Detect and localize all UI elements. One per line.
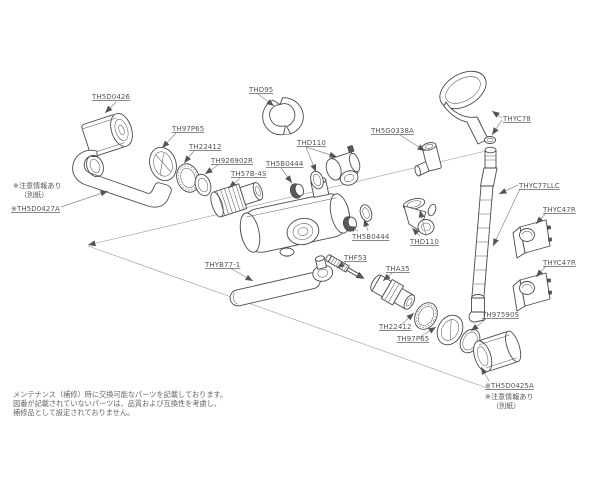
caution-left-line1: ※注意情報あり — [13, 181, 62, 190]
caution-right-line1: ※注意情報あり — [485, 392, 534, 401]
hook-upper-drawing — [512, 219, 552, 259]
footer-note: メンテナンス（補修）時に交換可能なパーツを記載しております。 図番が記載されてい… — [13, 390, 227, 417]
shower-head-drawing — [439, 70, 489, 145]
lever-cap-drawing — [279, 247, 295, 257]
leader-lines — [60, 93, 547, 382]
construction-lines — [87, 149, 491, 390]
label-shower-hose: THYC77LLC — [518, 182, 560, 190]
label-adapter-ring: TH926902R — [210, 157, 253, 165]
trim-ring-lower-drawing — [436, 314, 464, 346]
shower-hose-drawing — [468, 146, 498, 323]
valve-unit-drawing — [370, 274, 416, 310]
label-hook-upper: THYC47R — [542, 206, 576, 214]
caution-right-line2: （別紙） — [492, 401, 520, 410]
footer-line2: 図番が記載されていないパーツは、品質および互換性を考慮し、 — [13, 399, 221, 408]
part-labels: TH5D0426 THD95 TH97P65 TH22412 TH926902R… — [91, 86, 576, 343]
clip-drawing — [262, 97, 304, 136]
label-trim-ring-upper: TH97P65 — [171, 125, 204, 133]
trim-ring-upper-drawing — [149, 146, 177, 182]
check-valve-upper-drawing — [325, 145, 361, 186]
label-washer-upper: THD110 — [296, 139, 326, 147]
lever-handle-drawing — [229, 255, 334, 307]
washer-lower-drawing — [359, 204, 373, 222]
caution-left-line2: （別紙） — [20, 190, 48, 199]
elbow-drawing — [414, 142, 442, 177]
knob-bottom-right-drawing — [473, 330, 522, 373]
label-cap-top-left: TH5D0426 — [91, 93, 130, 101]
cartridge-drawing — [210, 182, 264, 218]
caution-note-right: ※TH5D0425A ※注意情報あり （別紙） — [485, 382, 534, 410]
label-valve-unit: THA35 — [385, 265, 410, 273]
label-packing-ring-lower: TH22412 — [378, 323, 412, 331]
caution-right-part: ※TH5D0425A — [485, 382, 534, 390]
footer-line3: 補修品として設定されておりません。 — [13, 408, 134, 417]
hook-lower-drawing — [512, 272, 552, 312]
packing-ring-lower-drawing — [414, 302, 438, 330]
footer-line1: メンテナンス（補修）時に交換可能なパーツを記載しております。 — [13, 390, 227, 399]
label-spindle: THF53 — [343, 254, 367, 262]
label-elbow: TH5G0338A — [370, 127, 414, 135]
check-valve-lower-drawing — [402, 198, 437, 235]
adapter-ring-drawing — [194, 173, 212, 197]
caution-note-left: ※注意情報あり （別紙） ※TH5D0427A — [11, 181, 62, 213]
label-clip: THD95 — [248, 86, 273, 94]
cap-top-left-drawing — [81, 112, 133, 158]
caution-left-part: ※TH5D0427A — [11, 205, 60, 213]
label-trim-ring-lower: TH97P65 — [396, 335, 429, 343]
label-washer-lower: THD110 — [409, 238, 439, 246]
nut-upper-drawing — [289, 183, 305, 199]
head-washer-drawing — [484, 136, 496, 144]
label-hook-lower: THYC47R — [542, 259, 576, 267]
label-nut-upper: TH5B0444 — [265, 160, 304, 168]
label-lever-handle: THYB77-1 — [204, 261, 240, 269]
label-shower-head: THYC78 — [502, 115, 531, 123]
label-packing-ring-upper: TH22412 — [188, 143, 222, 151]
label-cartridge: TH57B-4S — [230, 170, 267, 178]
spout-arm-drawing — [72, 149, 172, 208]
label-nut-lower: TH5B0444 — [351, 233, 390, 241]
label-spacer-ring: TH97590S — [481, 311, 520, 319]
